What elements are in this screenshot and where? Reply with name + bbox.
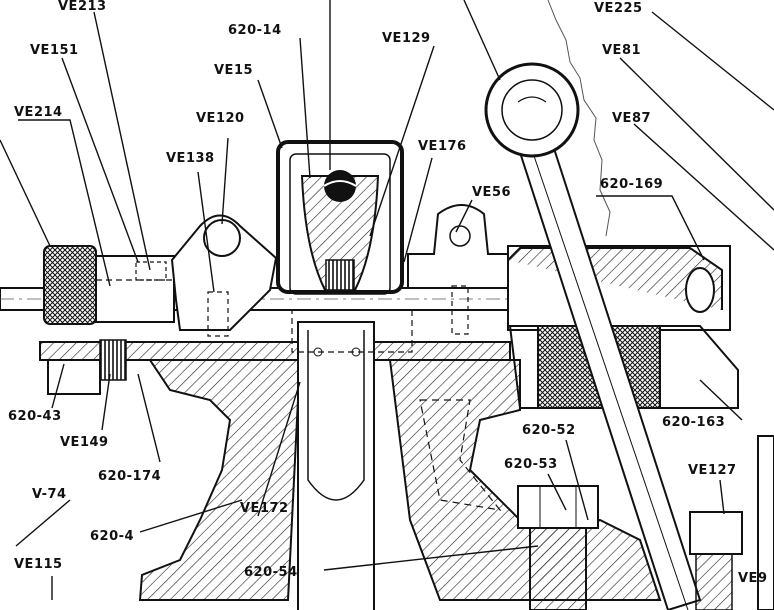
- label-620-14: 620-14: [228, 23, 282, 38]
- label-ve138: VE138: [166, 151, 215, 166]
- pulley-housing: [276, 140, 404, 295]
- hex-nut-assembly: [517, 485, 599, 610]
- label-ve149: VE149: [60, 435, 109, 450]
- label-620-54: 620-54: [244, 565, 298, 580]
- label-620-43: 620-43: [8, 409, 62, 424]
- label-ve214: VE214: [14, 105, 63, 120]
- label-ve9: VE9: [738, 571, 768, 586]
- paper-tear-edge: [547, 0, 611, 237]
- label-620-52: 620-52: [522, 423, 576, 438]
- slotted-bracket: [291, 309, 413, 610]
- label-v74: V-74: [32, 487, 67, 502]
- label-ve213: VE213: [58, 0, 107, 14]
- label-ve225: VE225: [594, 1, 643, 16]
- bearing-block: [170, 214, 278, 337]
- label-ve127: VE127: [688, 463, 737, 478]
- label-ve129: VE129: [382, 31, 431, 46]
- label-ve81: VE81: [602, 43, 641, 58]
- label-ve56: VE56: [472, 185, 511, 200]
- hex-bolt-right: [689, 435, 774, 610]
- label-ve120: VE120: [196, 111, 245, 126]
- label-620-169: 620-169: [600, 177, 663, 192]
- label-ve172: VE172: [240, 501, 289, 516]
- part-labels: VE213 620-14 VE129 VE225 VE151 VE15 VE81…: [8, 0, 768, 586]
- support-lug: [407, 204, 509, 335]
- label-ve176: VE176: [418, 139, 467, 154]
- label-620-53: 620-53: [504, 457, 558, 472]
- lever-arm: [484, 62, 702, 610]
- knurled-knob: [43, 245, 191, 325]
- label-ve15: VE15: [214, 63, 253, 78]
- label-620-4: 620-4: [90, 529, 134, 544]
- label-ve115: VE115: [14, 557, 63, 572]
- label-ve151: VE151: [30, 43, 79, 58]
- label-620-163: 620-163: [662, 415, 725, 430]
- label-ve87: VE87: [612, 111, 651, 126]
- label-620-174: 620-174: [98, 469, 161, 484]
- lower-rail: [39, 341, 511, 361]
